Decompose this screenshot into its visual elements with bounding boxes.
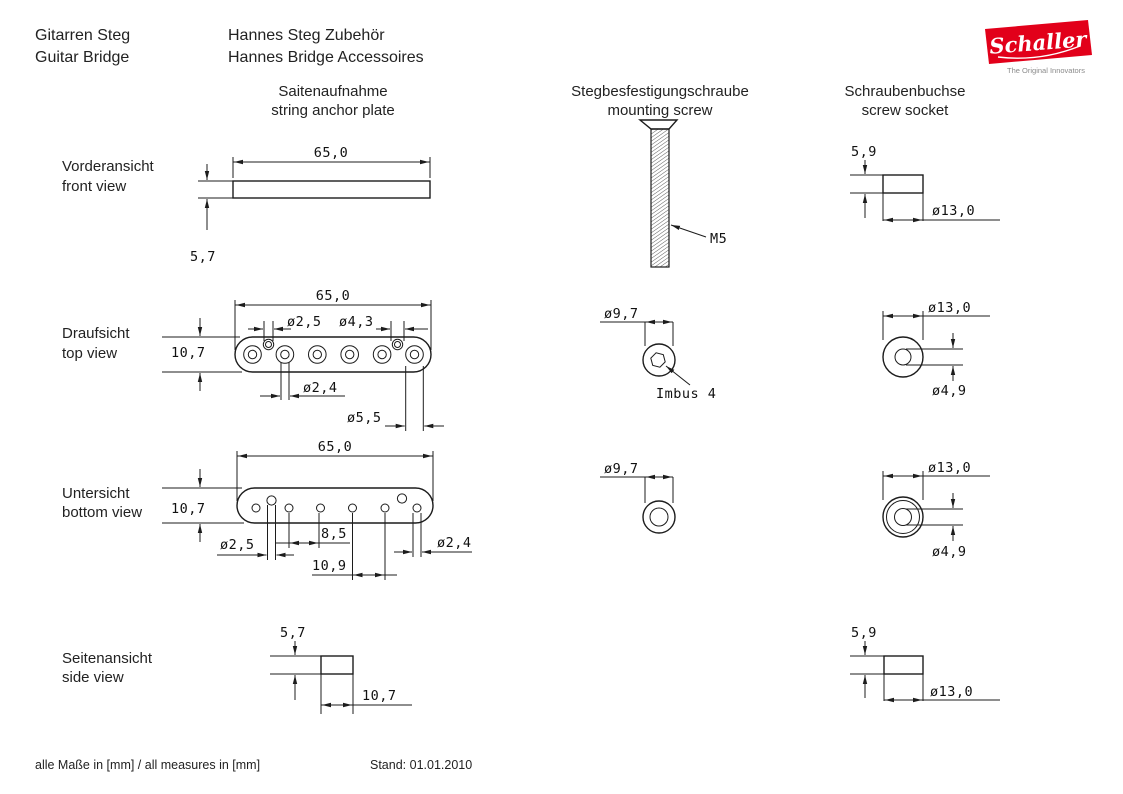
logo-background xyxy=(985,20,1092,64)
row-side-en: side view xyxy=(62,669,124,686)
dim-bottom-plate-depth: 10,7 xyxy=(171,501,206,517)
dim-screw-head-bottom: ø9,7 xyxy=(604,461,639,477)
front-view-plate: 65,0 5,7 xyxy=(190,145,431,265)
dim-bottom-pitch-a: 8,5 xyxy=(321,526,347,542)
dim-front-plate-width: 65,0 xyxy=(314,145,349,161)
dim-bottom-plate-width: 65,0 xyxy=(318,439,353,455)
dim-top-hole-outer: ø5,5 xyxy=(347,410,382,426)
column-mounting-screw-en: mounting screw xyxy=(607,102,712,119)
column-headers: Saitenaufnahme string anchor plate Stegb… xyxy=(271,83,965,119)
dim-side-socket-lip: 5,9 xyxy=(851,625,877,641)
row-labels: Vorderansicht front view Draufsicht top … xyxy=(62,158,155,686)
bottom-view-screw: ø9,7 xyxy=(600,461,676,534)
dim-top-hole-inner: ø2,4 xyxy=(303,380,338,396)
logo-swash xyxy=(997,45,1081,59)
front-view-socket: 5,9 ø13,0 xyxy=(850,144,1000,223)
side-view-plate: 5,7 10,7 xyxy=(270,625,412,714)
dim-front-socket-lip: 5,9 xyxy=(851,144,877,160)
row-side-de: Seitenansicht xyxy=(62,650,153,667)
dim-side-plate-thickness: 5,7 xyxy=(280,625,306,641)
footer: alle Maße in [mm] / all measures in [mm]… xyxy=(35,758,472,772)
dim-top-socket-inner: ø4,9 xyxy=(932,383,967,399)
top-view-screw: ø9,7 Imbus 4 xyxy=(600,306,716,402)
title-block: Gitarren Steg Guitar Bridge Hannes Steg … xyxy=(35,27,424,66)
hex-socket xyxy=(650,352,666,368)
row-bottom-en: bottom view xyxy=(62,504,142,521)
dim-screw-drive: Imbus 4 xyxy=(656,386,716,402)
title-en: Guitar Bridge xyxy=(35,49,129,66)
dim-side-plate-depth: 10,7 xyxy=(362,688,397,704)
column-anchor-plate-en: string anchor plate xyxy=(271,102,394,119)
column-anchor-plate-de: Saitenaufnahme xyxy=(278,83,387,100)
dim-top-plate-depth: 10,7 xyxy=(171,345,206,361)
column-screw-socket-de: Schraubenbuchse xyxy=(845,83,966,100)
dim-side-socket-diameter: ø13,0 xyxy=(930,684,973,700)
top-view-socket: ø13,0 ø4,9 xyxy=(882,300,990,399)
footer-units: alle Maße in [mm] / all measures in [mm] xyxy=(35,758,260,772)
dim-top-hole-countersink: ø4,3 xyxy=(339,314,374,330)
dim-front-plate-thickness: 5,7 xyxy=(190,249,216,265)
row-front-de: Vorderansicht xyxy=(62,158,155,175)
dim-front-socket-diameter: ø13,0 xyxy=(932,203,975,219)
bottom-view-socket: ø13,0 ø4,9 xyxy=(882,460,990,560)
logo-tagline: The Original Innovators xyxy=(1007,66,1085,75)
dim-bottom-hole-small: ø2,5 xyxy=(220,537,255,553)
row-top-de: Draufsicht xyxy=(62,325,130,342)
subtitle-en: Hannes Bridge Accessoires xyxy=(228,49,424,66)
dim-bottom-socket-outer: ø13,0 xyxy=(928,460,971,476)
row-top-en: top view xyxy=(62,345,117,362)
side-view-socket: 5,9 ø13,0 xyxy=(850,625,1000,703)
schaller-logo: Schaller The Original Innovators xyxy=(985,20,1092,75)
dim-screw-head-top: ø9,7 xyxy=(604,306,639,322)
column-screw-socket-en: screw socket xyxy=(862,102,950,119)
bottom-view-plate: 65,0 10,7 ø2,5 8,5 10,9 ø2,4 xyxy=(162,439,472,580)
dim-bottom-socket-inner: ø4,9 xyxy=(932,544,967,560)
top-view-plate: 65,0 ø2,5 ø4,3 10,7 ø2,4 ø5,5 xyxy=(162,288,444,431)
dim-top-plate-width: 65,0 xyxy=(316,288,351,304)
dim-screw-thread: M5 xyxy=(710,231,727,247)
subtitle-de: Hannes Steg Zubehör xyxy=(228,27,385,44)
dim-bottom-pitch-b: 10,9 xyxy=(312,558,347,574)
top-view-string-holes xyxy=(243,338,424,364)
bottom-view-holes xyxy=(251,493,422,513)
row-bottom-de: Untersicht xyxy=(62,485,130,502)
title-de: Gitarren Steg xyxy=(35,27,130,44)
dim-bottom-hole-inner: ø2,4 xyxy=(437,535,472,551)
footer-date: Stand: 01.01.2010 xyxy=(370,758,472,772)
row-front-en: front view xyxy=(62,178,126,195)
front-view-screw: M5 xyxy=(638,119,727,268)
dim-top-hole-small: ø2,5 xyxy=(287,314,322,330)
dim-top-socket-outer: ø13,0 xyxy=(928,300,971,316)
column-mounting-screw-de: Stegbesfestigungschraube xyxy=(571,83,749,100)
